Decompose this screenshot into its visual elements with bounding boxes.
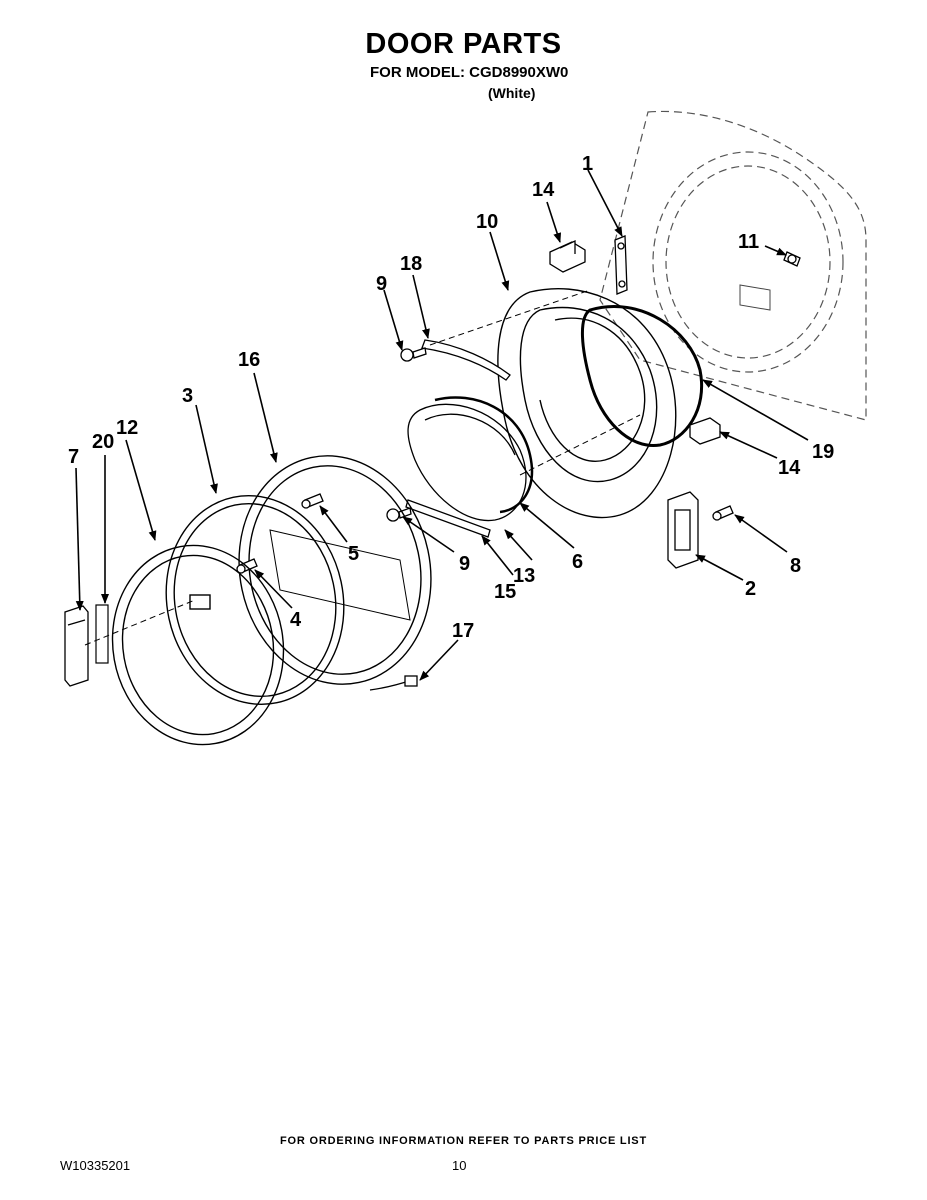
- callout-14-right: 14: [778, 457, 801, 479]
- screw-4: [236, 558, 258, 574]
- callout-18: 18: [400, 253, 422, 275]
- page-title: DOOR PARTS: [365, 28, 562, 60]
- callout-13: 13: [513, 565, 535, 587]
- door-cable-17: [369, 675, 418, 691]
- ordering-note: FOR ORDERING INFORMATION REFER TO PARTS …: [280, 1135, 647, 1147]
- cabinet-front-panel: [599, 110, 867, 421]
- inner-door-frame-10: [497, 288, 677, 519]
- door-latch-strip-18: [421, 339, 511, 381]
- callout-11: 11: [738, 231, 759, 253]
- callout-12: 12: [116, 417, 138, 439]
- door-gasket-19: [580, 304, 703, 448]
- screw-11: [783, 251, 801, 267]
- callout-15: 15: [494, 581, 516, 603]
- door-bar-15: [405, 499, 491, 538]
- callout-7: 7: [68, 446, 79, 468]
- cabinet-hinge-bracket: [739, 284, 771, 311]
- outer-door-ring-12: [111, 544, 285, 746]
- callout-19: 19: [812, 441, 834, 463]
- callout-4: 4: [290, 609, 302, 631]
- leader-arrows: [75, 169, 809, 681]
- model-variant: (White): [488, 85, 536, 101]
- callout-8: 8: [790, 555, 801, 577]
- callout-1: 1: [582, 153, 593, 175]
- door-trim-ring-3: [165, 494, 345, 706]
- model-line: FOR MODEL: CGD8990XW0: [370, 64, 569, 81]
- door-handle-7: [64, 605, 89, 687]
- door-hinge-2: [667, 491, 699, 569]
- callout-10: 10: [476, 211, 498, 233]
- hinge-block-14-top: [549, 239, 586, 273]
- callout-5: 5: [348, 543, 359, 565]
- document-number: W10335201: [60, 1158, 131, 1173]
- glass-gasket-13: [434, 396, 534, 514]
- callout-9-top: 9: [376, 273, 387, 295]
- callout-14-top: 14: [532, 179, 555, 201]
- callout-6: 6: [572, 551, 583, 573]
- screw-5: [301, 493, 324, 509]
- screw-9-top: [400, 347, 427, 362]
- door-label-20: [95, 604, 109, 664]
- inner-glass-6: [407, 403, 527, 522]
- callout-17: 17: [452, 620, 474, 642]
- callout-20: 20: [92, 431, 114, 453]
- page-number: 10: [452, 1158, 467, 1173]
- screw-8: [712, 505, 734, 521]
- outer-door-frame-16: [238, 455, 432, 685]
- door-strike-1: [614, 235, 628, 295]
- screw-9-mid: [386, 507, 412, 522]
- callout-labels: 1 2 3 4 5 6 7 8 9 9 10 11 12 13 14 14 15…: [68, 153, 834, 642]
- callout-2: 2: [745, 578, 756, 600]
- alignment-lines: [84, 289, 641, 646]
- callout-16: 16: [238, 349, 260, 371]
- hinge-block-14-right: [689, 417, 721, 445]
- callout-9-mid: 9: [459, 553, 470, 575]
- callout-3: 3: [182, 385, 193, 407]
